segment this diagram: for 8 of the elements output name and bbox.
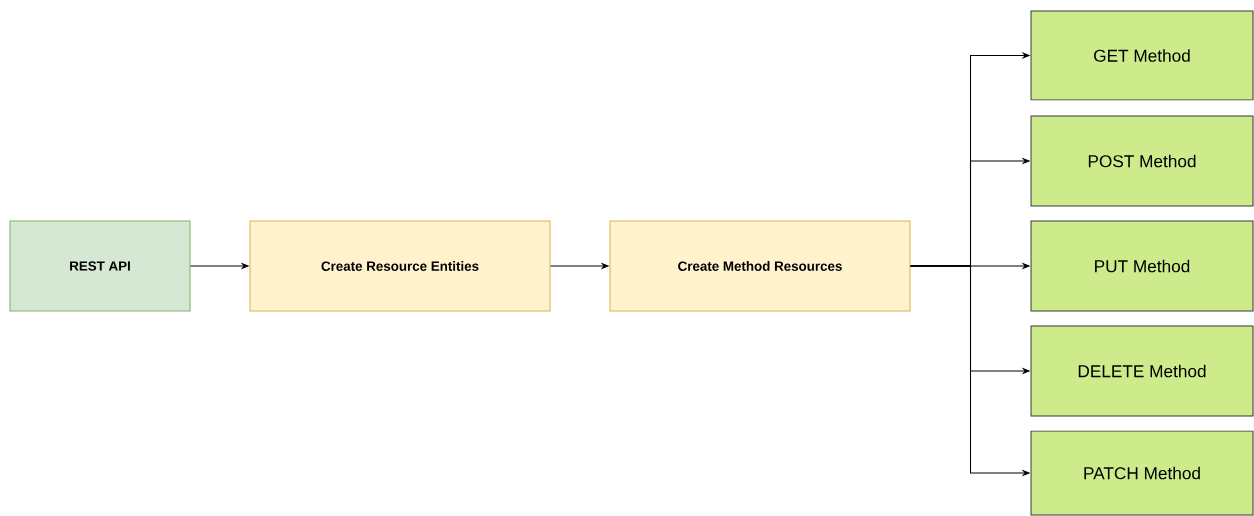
method-box: PATCH Method — [1030, 430, 1254, 516]
process-box: Create Resource Entities — [249, 220, 551, 312]
method-box: GET Method — [1030, 10, 1254, 101]
process-box: Create Method Resources — [609, 220, 911, 312]
method-box: PUT Method — [1030, 220, 1254, 312]
process-box: REST API — [9, 220, 191, 312]
method-box: DELETE Method — [1030, 325, 1254, 417]
method-box: POST Method — [1030, 115, 1254, 207]
